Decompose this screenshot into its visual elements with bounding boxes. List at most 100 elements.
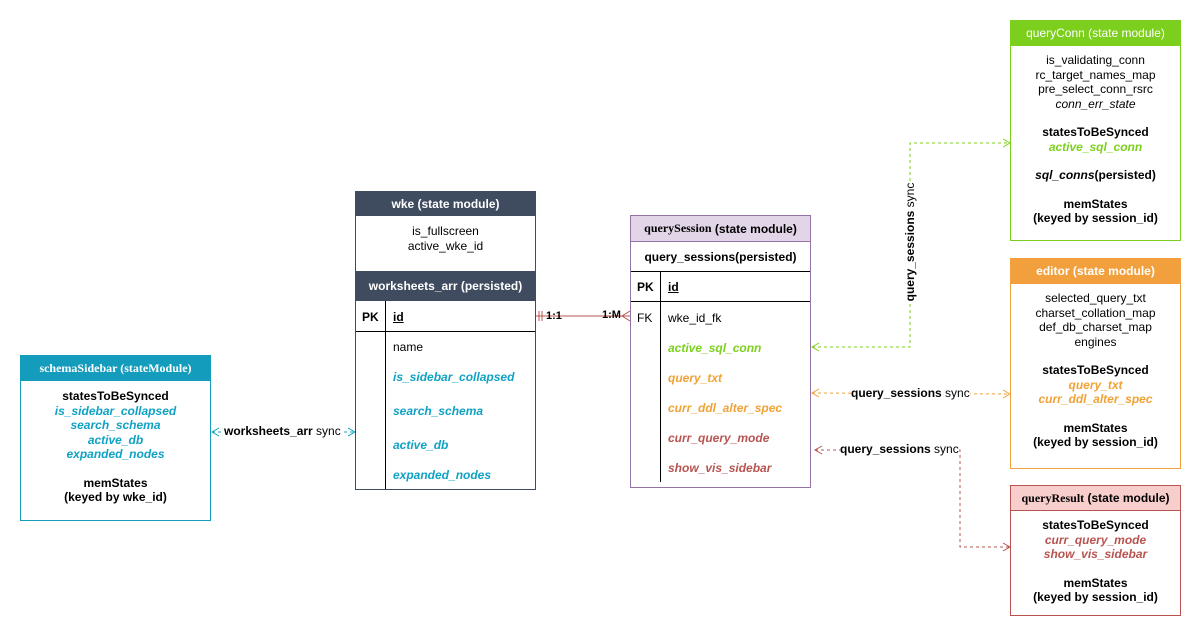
query-conn-title: queryConn (state module) [1026,26,1165,40]
sync-label-bold: query_sessions [903,210,917,302]
query-sessions-row: curr_query_mode [668,431,770,445]
edge-many-marker [621,310,631,322]
editor-module: editor (state module) selected_query_txt… [1010,258,1181,469]
cardinality-many-label: 1:M [602,309,621,321]
query-session-header: querySession (state module) [631,216,810,242]
pk-field: id [668,280,679,294]
wke-field: active_wke_id [407,238,484,253]
schema-sidebar-title: schemaSidebar (stateModule) [39,360,192,375]
synced-state: active_db [87,432,144,447]
editor-field: selected_query_txt [1045,291,1146,305]
sync-label-rest: sync [941,386,970,400]
sync-label-rest: sync [312,424,341,438]
mem-heading: memStates [1063,196,1128,211]
pk-label: PK [362,310,379,324]
editor-sync-label: query_sessions sync [851,386,970,400]
pk-field: id [393,310,404,324]
synced-state: active_sql_conn [1048,139,1143,154]
editor-content: selected_query_txt charset_collation_map… [1011,291,1180,450]
query-sessions-table-title: query_sessions(persisted) [644,250,797,264]
synced-state: is_sidebar_collapsed [54,403,177,418]
worksheets-pk-row: PK id [356,301,535,332]
query-conn-module: queryConn (state module) is_validating_c… [1010,20,1181,241]
synced-heading: statesToBeSynced [1042,363,1149,377]
query-result-module: queryResult (state module) statesToBeSyn… [1010,485,1181,616]
query-conn-header: queryConn (state module) [1010,20,1181,46]
worksheets-row: name [393,340,424,354]
synced-state: expanded_nodes [66,447,165,461]
persisted-line: sql_conns(persisted) [1011,168,1180,183]
wke-fields: is_fullscreen active_wke_id [356,224,535,253]
edge-queryconn-arrow-left [810,342,820,352]
editor-field: engines [1074,334,1117,349]
worksheets-sync-label: worksheets_arr sync [224,424,341,438]
persisted-name: sql_conns [1035,168,1095,182]
synced-state: query_txt [1068,377,1123,392]
synced-heading: statesToBeSynced [1042,125,1149,139]
sync-label-rest: sync [903,182,917,211]
synced-state: show_vis_sidebar [1043,547,1148,561]
query-sessions-row: query_txt [668,371,723,385]
worksheets-row: search_schema [393,404,484,418]
schema-sidebar-module: schemaSidebar (stateModule) statesToBeSy… [20,355,211,521]
mem-heading: memStates [1063,575,1128,590]
query-result-content: statesToBeSynced curr_query_mode show_vi… [1011,518,1180,605]
mem-note: (keyed by session_id) [1033,211,1158,225]
sync-label-bold: query_sessions [851,386,942,400]
mem-heading: memStates [1063,420,1128,435]
query-result-sync-label: query_sessions sync [840,442,959,456]
query-sessions-key-divider [660,272,661,482]
cardinality-one-label: 1:1 [546,310,562,322]
pk-label: PK [637,280,654,294]
worksheets-row: active_db [393,438,449,452]
editor-header: editor (state module) [1010,258,1181,284]
edge-editor-arrow-left [810,388,820,398]
edge-queryresult-sync [815,449,1010,548]
query-sessions-row: active_sql_conn [668,341,762,355]
query-result-header: queryResult (state module) [1011,486,1180,511]
query-sessions-row: curr_ddl_alter_spec [668,401,783,415]
fk-label: FK [637,311,653,325]
query-conn-field: is_validating_conn [1046,53,1145,67]
synced-state: curr_ddl_alter_spec [1038,392,1153,406]
query-sessions-pk-row: PK id [631,272,810,302]
sync-label-bold: query_sessions [840,442,931,456]
editor-field: def_db_charset_map [1039,320,1152,334]
synced-state: curr_query_mode [1044,532,1147,547]
query-result-title-name: queryResult [1021,490,1085,505]
worksheets-table-header: worksheets_arr (persisted) [355,271,536,301]
query-conn-field: conn_err_state [1055,96,1136,111]
query-session-title-suffix: (state module) [711,221,797,236]
edge-queryresult-arrow-left [813,445,823,455]
query-sessions-row: show_vis_sidebar [668,461,772,475]
sync-label-rest: sync [930,442,959,456]
wke-module-header: wke (state module) [355,191,536,216]
schema-sidebar-content: statesToBeSynced is_sidebar_collapsed se… [21,389,210,505]
query-result-title-suffix: (state module) [1084,491,1170,505]
query-conn-sync-label: query_sessions sync [903,182,917,302]
query-session-title-name: querySession [644,221,712,235]
query-conn-field: pre_select_conn_rsrc [1038,82,1153,96]
schema-sidebar-header: schemaSidebar (stateModule) [20,355,211,381]
query-conn-field: rc_target_names_map [1035,67,1156,82]
query-session-module: querySession (state module) query_sessio… [630,215,811,488]
editor-field: charset_collation_map [1035,305,1156,320]
worksheets-row: expanded_nodes [393,468,492,482]
persisted-suffix: (persisted) [1094,168,1156,182]
wke-module-title: wke (state module) [391,196,500,211]
fk-field: wke_id_fk [668,311,722,325]
worksheets-row: is_sidebar_collapsed [393,370,515,384]
worksheets-table-title: worksheets_arr (persisted) [368,279,523,293]
synced-heading: statesToBeSynced [62,389,169,403]
mem-heading: memStates [83,475,148,490]
query-conn-content: is_validating_conn rc_target_names_map p… [1011,53,1180,226]
wke-field: is_fullscreen [412,224,479,238]
mem-note: (keyed by wke_id) [64,490,167,504]
sync-label-bold: worksheets_arr [224,424,313,438]
synced-heading: statesToBeSynced [1042,518,1149,532]
edge-worksheets-arrow-left [210,427,220,437]
mem-note: (keyed by session_id) [1033,435,1158,449]
synced-state: search_schema [70,418,161,432]
edge-one-marker [538,311,543,321]
mem-note: (keyed by session_id) [1033,590,1158,604]
